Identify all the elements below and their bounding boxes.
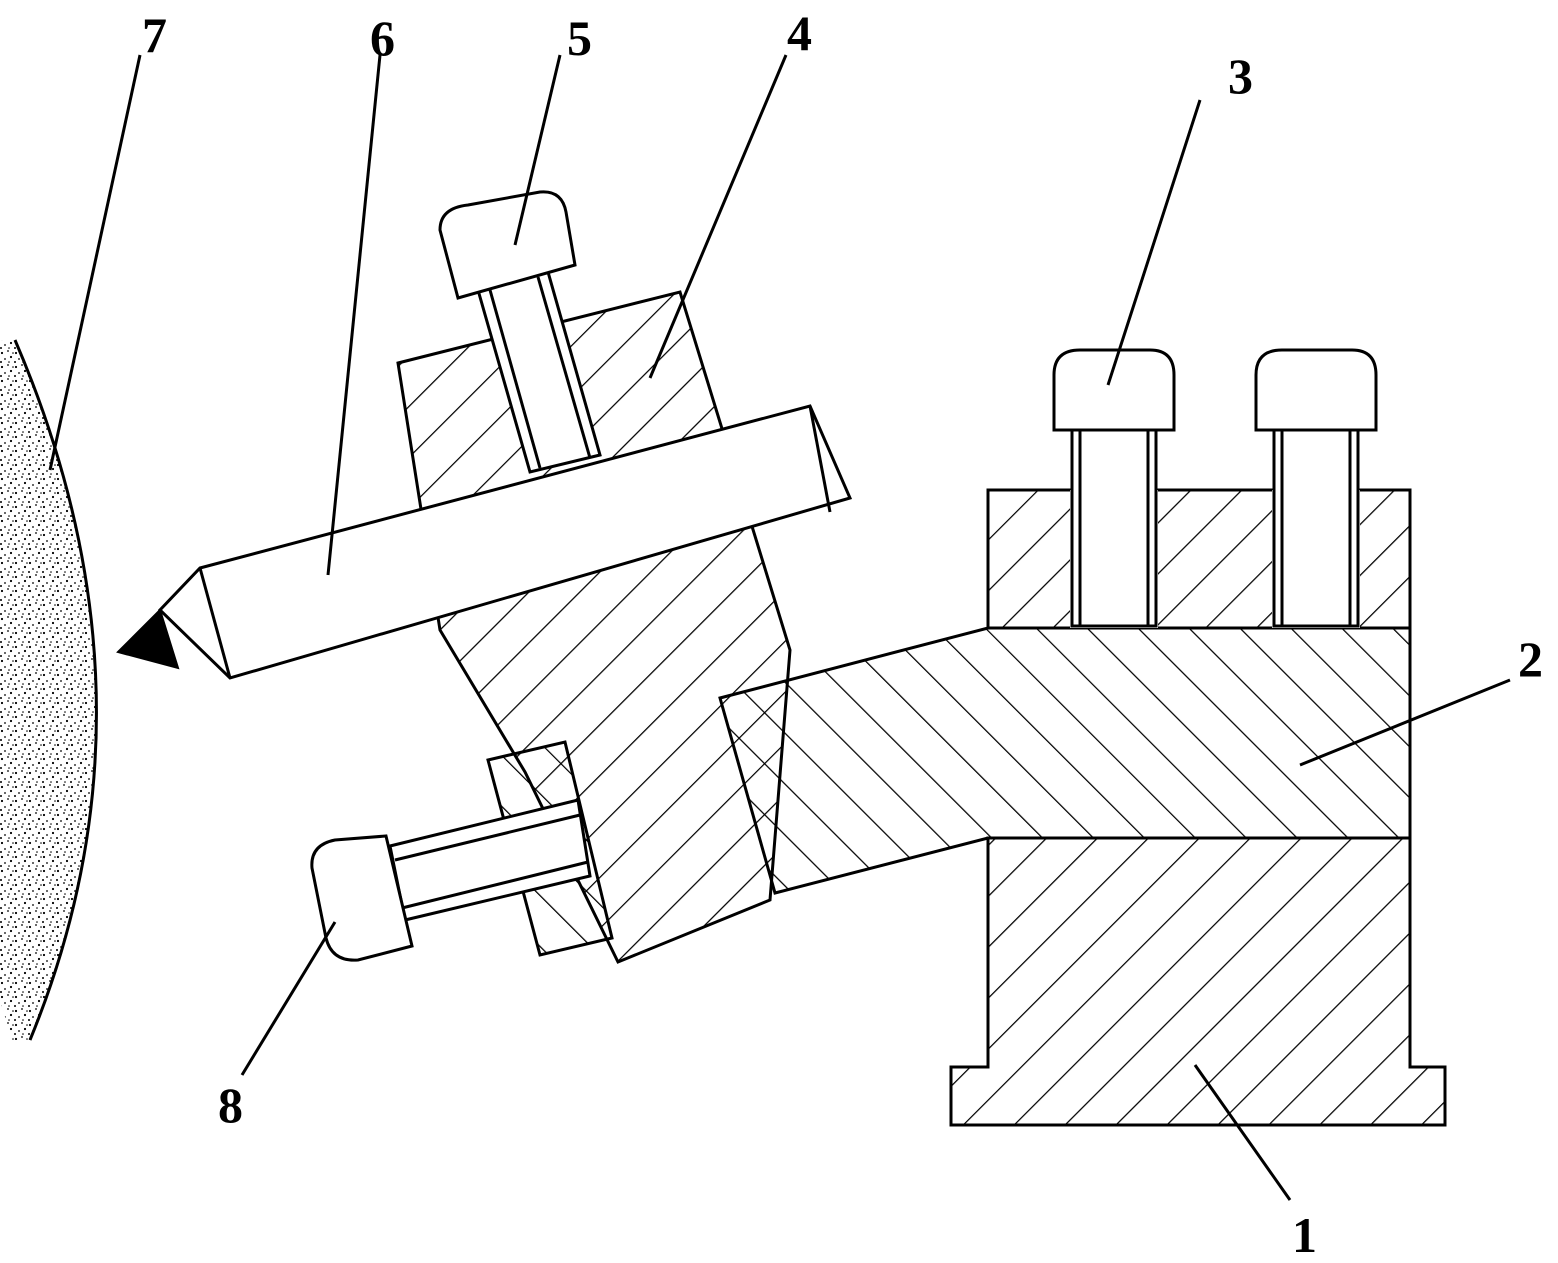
- label-6: 6: [370, 10, 395, 66]
- label-8: 8: [218, 1077, 243, 1133]
- leader-3: [1106, 99, 1202, 386]
- leader-8: [240, 921, 337, 1076]
- leader-1: [1193, 1064, 1292, 1201]
- clamp-bolt-right: [1254, 348, 1378, 628]
- label-3: 3: [1228, 48, 1253, 104]
- leader-6: [326, 54, 382, 576]
- adjust-bolt: [310, 798, 592, 962]
- label-7: 7: [142, 7, 167, 63]
- leader-5: [513, 54, 562, 246]
- leader-2: [1299, 678, 1511, 767]
- part-labels: 3 4 5 6 7 2 1 8: [142, 5, 1543, 1263]
- leader-4: [648, 54, 788, 379]
- base-block: [949, 836, 1447, 1127]
- leader-7: [48, 54, 142, 471]
- clamp-bolt-left: [1052, 348, 1176, 628]
- holder-bolt: [438, 190, 602, 474]
- grinding-wheel: [0, 339, 98, 1041]
- dresser-pen: [116, 404, 853, 680]
- label-1: 1: [1292, 1207, 1317, 1263]
- label-4: 4: [787, 5, 812, 61]
- label-2: 2: [1518, 631, 1543, 687]
- label-5: 5: [567, 10, 592, 66]
- leader-lines: [48, 54, 1511, 1201]
